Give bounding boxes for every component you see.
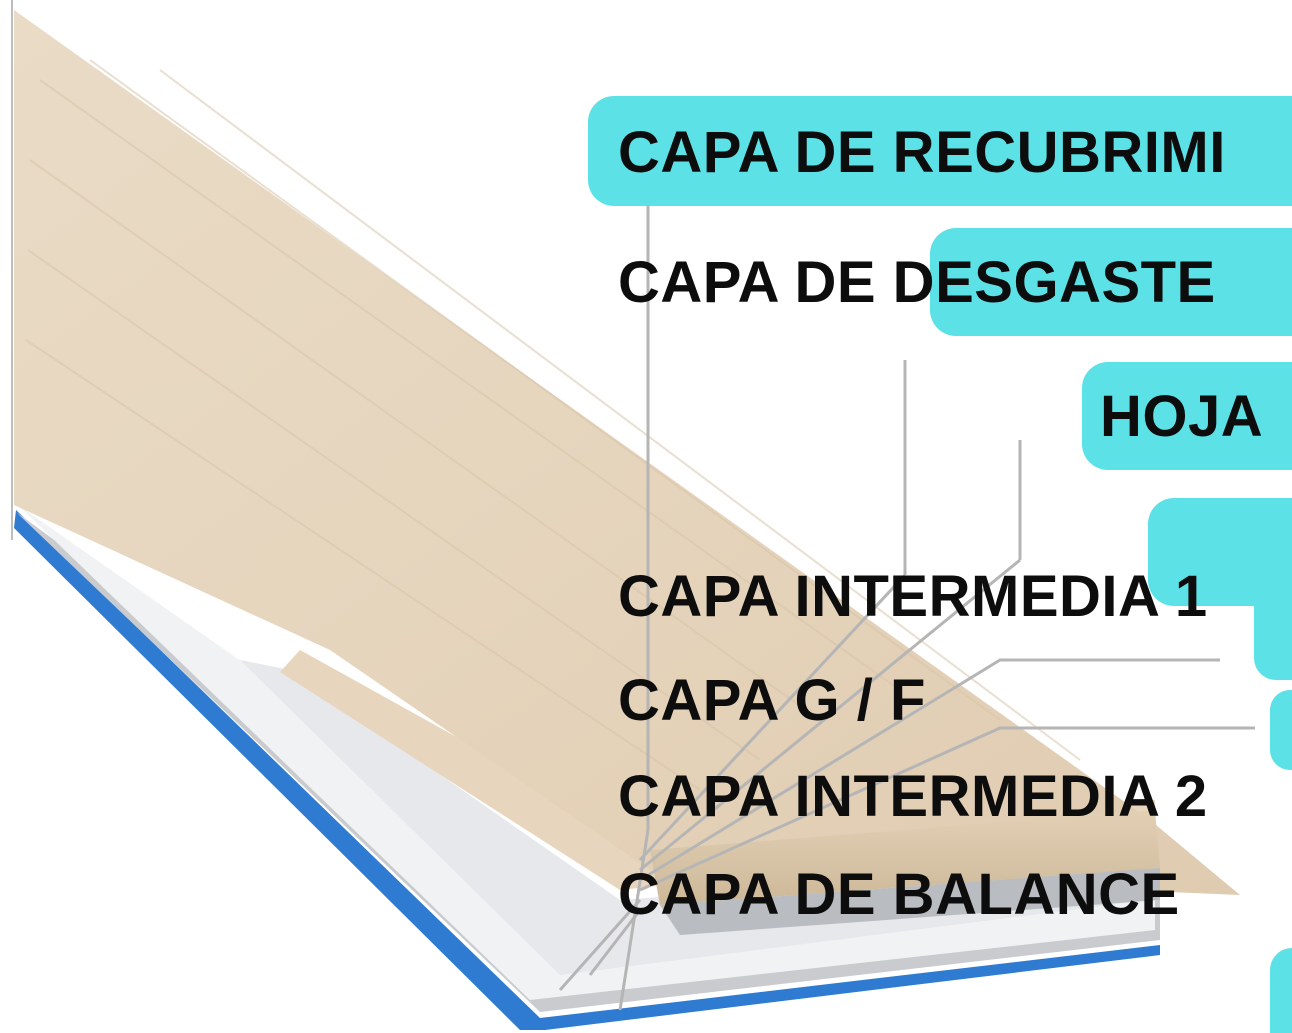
label-intermediate-2: CAPA INTERMEDIA 2 [618, 764, 1208, 829]
label-balance: CAPA DE BALANCE [618, 862, 1180, 927]
balance-label-bg [1270, 948, 1292, 1033]
wood-top-surface [14, 10, 1240, 895]
intermediate-1-tab-bg [1254, 560, 1292, 680]
label-gf: CAPA G / F [618, 668, 926, 733]
label-intermediate-1: CAPA INTERMEDIA 1 [618, 564, 1208, 629]
wear-label-bg [930, 228, 1292, 336]
wood-grain [25, 59, 1081, 791]
wood-edge-shadow [660, 868, 1160, 935]
wood-front-edge [650, 810, 1160, 905]
label-sheet: HOJA [1100, 384, 1264, 449]
sheet-label-bg [1082, 362, 1292, 470]
leader-lines [558, 205, 1255, 1011]
label-wear: CAPA DE DESGASTE [618, 250, 1216, 315]
gf-label-bg [1270, 690, 1292, 770]
coating-label-bg [588, 96, 1292, 206]
label-backgrounds [588, 96, 1292, 1033]
label-coating: CAPA DE RECUBRIMI [618, 120, 1226, 185]
